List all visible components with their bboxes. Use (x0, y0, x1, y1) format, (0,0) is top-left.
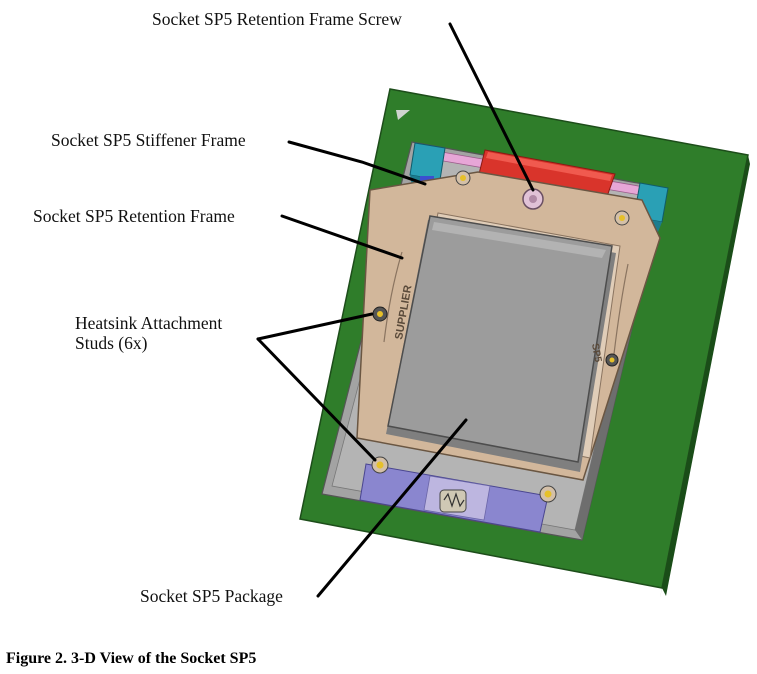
spring-latch (439, 489, 467, 513)
frame-text-sp5: SP5 (589, 343, 603, 364)
label-stiffener-frame: Socket SP5 Stiffener Frame (51, 130, 246, 150)
leader-stud-upper (256, 312, 374, 341)
stud-top-right-core (619, 215, 625, 221)
leader-stud-lower (256, 337, 377, 462)
pin1-marker (396, 110, 410, 120)
retention-frame-screw-center (529, 195, 537, 203)
stud-top-left-core (460, 175, 466, 181)
stud-bottom-left-core (376, 461, 384, 469)
leader-retention (280, 214, 404, 260)
retention-frame-tab-right (613, 263, 629, 355)
label-package: Socket SP5 Package (140, 586, 283, 606)
stud-mid-left-core (377, 311, 383, 317)
package-lid (387, 215, 613, 463)
label-retention-frame-screw: Socket SP5 Retention Frame Screw (152, 9, 402, 29)
label-heatsink-studs-line2: Studs (6x) (75, 333, 148, 353)
stud-bottom-right-core (544, 490, 552, 498)
left-cyan-clip (409, 142, 446, 181)
leader-package (316, 418, 468, 598)
pcb-edge-shade (662, 155, 750, 596)
leader-screw (448, 22, 535, 192)
spring-coil (443, 492, 465, 508)
label-heatsink-studs-line1: Heatsink Attachment (75, 313, 223, 333)
label-retention-frame: Socket SP5 Retention Frame (33, 206, 235, 226)
retention-frame-tab-left (383, 251, 403, 343)
stud-mid-right-core (609, 357, 615, 363)
label-heatsink-studs: Heatsink Attachment Studs (6x) (75, 313, 222, 353)
figure-caption: Figure 2. 3-D View of the Socket SP5 (6, 650, 257, 667)
package-lid-highlight (432, 222, 606, 258)
leader-stiffener (287, 140, 427, 186)
